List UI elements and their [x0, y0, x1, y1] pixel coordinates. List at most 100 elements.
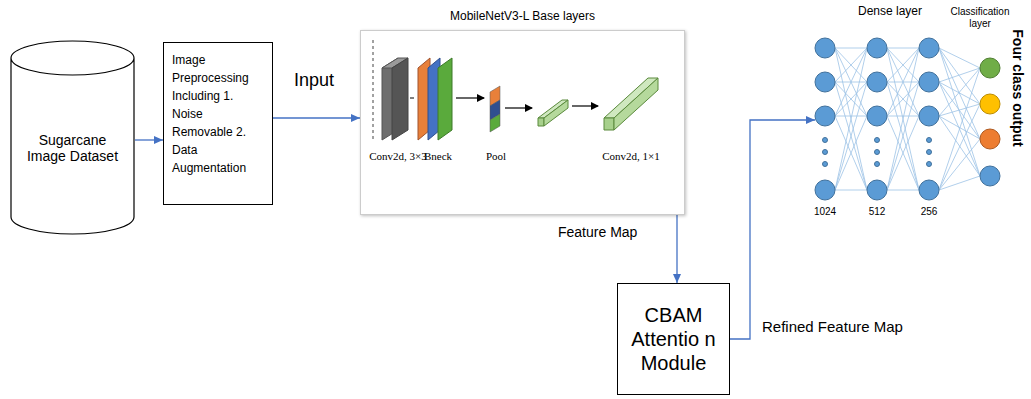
arrow-line: [410, 98, 414, 99]
output-label: Four class output: [1010, 25, 1026, 151]
network-link: [887, 48, 919, 116]
conv1x1-bar: [544, 100, 568, 126]
layer-label: Conv2d, 3×3: [366, 150, 430, 163]
network-link: [887, 116, 919, 117]
layer-label: Conv2d, 1×1: [596, 150, 666, 163]
network-link: [887, 82, 919, 190]
layer-label: Pool: [480, 150, 512, 163]
ellipsis-dot: [875, 150, 880, 155]
layer-title: Classification layer: [950, 6, 1010, 29]
network-link: [939, 68, 980, 116]
ellipsis-dot: [823, 138, 828, 143]
cylinder-path: [11, 41, 134, 234]
mobilenet-illustration: [373, 40, 658, 140]
network-link: [887, 116, 919, 190]
arrow-line: [572, 105, 598, 106]
node-text: Sugarcane Image Dataset: [20, 132, 125, 164]
neuron: [919, 106, 939, 126]
connector-arrow: [135, 139, 163, 140]
network-link: [939, 82, 980, 139]
neuron: [919, 38, 939, 58]
ellipsis-dot: [927, 162, 932, 167]
ellipsis-dot: [875, 138, 880, 143]
network-link: [887, 82, 919, 190]
pool-slab: [490, 114, 500, 132]
neuron: [919, 180, 939, 200]
neuron: [919, 72, 939, 92]
network-link: [939, 116, 980, 176]
network-link: [939, 116, 980, 139]
network-link: [939, 48, 980, 176]
node-text: Dense layer: [815, 4, 965, 18]
ellipsis-dot: [927, 150, 932, 155]
neuron: [867, 180, 887, 200]
ellipsis-dot: [823, 150, 828, 155]
network-link: [887, 190, 919, 191]
network-link: [835, 116, 867, 190]
network-link: [835, 48, 867, 82]
bneck-slab: [438, 58, 452, 140]
unit-count: 1024: [810, 206, 840, 218]
network-link: [835, 116, 867, 190]
network-link: [939, 48, 980, 68]
network-link: [835, 48, 867, 82]
unit-count: 256: [914, 206, 944, 218]
network-link: [835, 116, 867, 117]
network-link: [835, 48, 867, 116]
network-link: [835, 48, 867, 116]
ellipsis-dot: [875, 162, 880, 167]
node-text: Image Preprocessing Including 1. Noise R…: [172, 51, 264, 177]
edge-label: Refined Feature Map: [760, 318, 905, 335]
layer-label: Bneck: [418, 150, 458, 163]
network-link: [835, 48, 867, 49]
network-neurons: [815, 38, 1000, 200]
network-link: [887, 48, 919, 82]
backbone-panel: MobileNetV3-L Base layers: [360, 30, 685, 215]
attention-box: CBAM Attentio n Module: [617, 283, 730, 395]
network-link: [835, 190, 867, 191]
neuron: [867, 106, 887, 126]
dashed-line: [373, 40, 374, 140]
neuron: [815, 106, 835, 126]
network-link: [939, 139, 980, 190]
arrow-line: [505, 107, 532, 108]
conv1x1-bar: [614, 78, 658, 130]
node-text: CBAM Attentio n Module: [624, 303, 723, 375]
edge-label: Input: [292, 70, 336, 91]
network-link: [887, 48, 919, 190]
network-link: [939, 104, 980, 190]
dataset-cylinder: Sugarcane Image Dataset: [10, 40, 135, 235]
neuron: [867, 72, 887, 92]
network-link: [887, 48, 919, 49]
network-link: [939, 104, 980, 116]
network-link: [939, 176, 980, 190]
conv1x1-bar: [538, 118, 544, 126]
network-link: [887, 48, 919, 82]
output-neuron: [980, 129, 1000, 149]
network-link: [939, 68, 980, 190]
network-link: [887, 48, 919, 116]
output-neuron: [980, 166, 1000, 186]
network-link: [835, 48, 867, 190]
conv1x1-bar: [604, 118, 614, 130]
output-neuron: [980, 94, 1000, 114]
neuron: [815, 38, 835, 58]
connector-arrow: [676, 215, 677, 283]
connector-arrow: [273, 117, 360, 118]
output-neuron: [980, 58, 1000, 78]
process-box: Image Preprocessing Including 1. Noise R…: [163, 42, 273, 205]
network-link: [835, 82, 867, 190]
neuron: [867, 38, 887, 58]
unit-count: 512: [862, 206, 892, 218]
neuron: [815, 72, 835, 92]
edge-label: Feature Map: [556, 224, 639, 240]
arrow-line: [456, 97, 484, 98]
network-link: [835, 82, 867, 190]
network-block: Dense layer: [815, 2, 965, 222]
connector-arrow: [730, 120, 815, 339]
ellipsis-dot: [927, 138, 932, 143]
network-links: [835, 48, 980, 190]
network-link: [887, 48, 919, 190]
